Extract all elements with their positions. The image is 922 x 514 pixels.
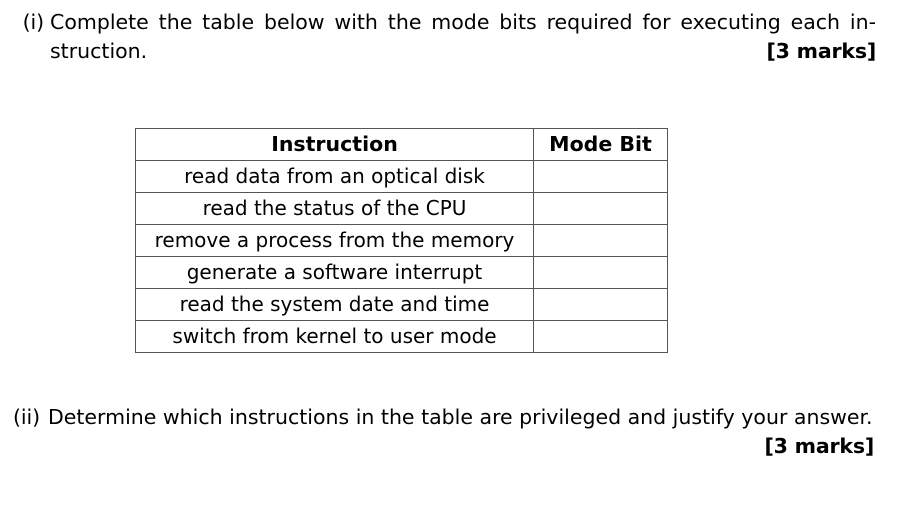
cell-mode-bit-input[interactable]	[533, 256, 668, 289]
table-row: remove a process from the memory	[135, 224, 668, 257]
table-row: read the system date and time	[135, 288, 668, 321]
cell-mode-bit-input[interactable]	[533, 320, 668, 353]
question-i-line-2: struction.	[50, 39, 148, 63]
question-body-ii: Determine which instructions in the tabl…	[48, 403, 900, 458]
mode-bit-table: Instruction Mode Bit read data from an o…	[135, 128, 668, 353]
table-row: read data from an optical disk	[135, 160, 668, 193]
question-ii-line-1: Determine which instructions in the tabl…	[48, 405, 873, 429]
cell-mode-bit-input[interactable]	[533, 192, 668, 225]
table-row: switch from kernel to user mode	[135, 320, 668, 353]
table-header: Instruction Mode Bit	[135, 128, 668, 161]
table-body: read data from an optical disk read the …	[135, 160, 668, 353]
table-row: generate a software interrupt	[135, 256, 668, 289]
cell-mode-bit-input[interactable]	[533, 288, 668, 321]
cell-mode-bit-input[interactable]	[533, 160, 668, 193]
cell-mode-bit-input[interactable]	[533, 224, 668, 257]
cell-instruction: read the status of the CPU	[135, 192, 534, 225]
marks-badge-ii: [3 marks]	[764, 434, 875, 458]
cell-instruction: read the system date and time	[135, 288, 534, 321]
column-header-instruction: Instruction	[135, 128, 534, 161]
question-marker-i: (i)	[22, 10, 45, 34]
question-i-line-2-row: struction. [3 marks]	[50, 37, 876, 66]
cell-instruction: generate a software interrupt	[135, 256, 534, 289]
table-row: read the status of the CPU	[135, 192, 668, 225]
marks-badge-i: [3 marks]	[766, 39, 877, 63]
cell-instruction: read data from an optical disk	[135, 160, 534, 193]
question-item-ii: (ii) Determine which instructions in the…	[0, 403, 900, 458]
table-header-row: Instruction Mode Bit	[135, 128, 668, 161]
question-item-i: (i) Complete the table below with the mo…	[0, 8, 900, 66]
cell-instruction: remove a process from the memory	[135, 224, 534, 257]
column-header-mode-bit: Mode Bit	[533, 128, 668, 161]
mode-bit-table-wrapper: Instruction Mode Bit read data from an o…	[135, 128, 668, 353]
cell-instruction: switch from kernel to user mode	[135, 320, 534, 353]
question-marker-ii: (ii)	[13, 405, 40, 429]
question-i-line-1: Complete the table below with the mode b…	[50, 10, 876, 34]
question-body-i: Complete the table below with the mode b…	[50, 8, 900, 66]
